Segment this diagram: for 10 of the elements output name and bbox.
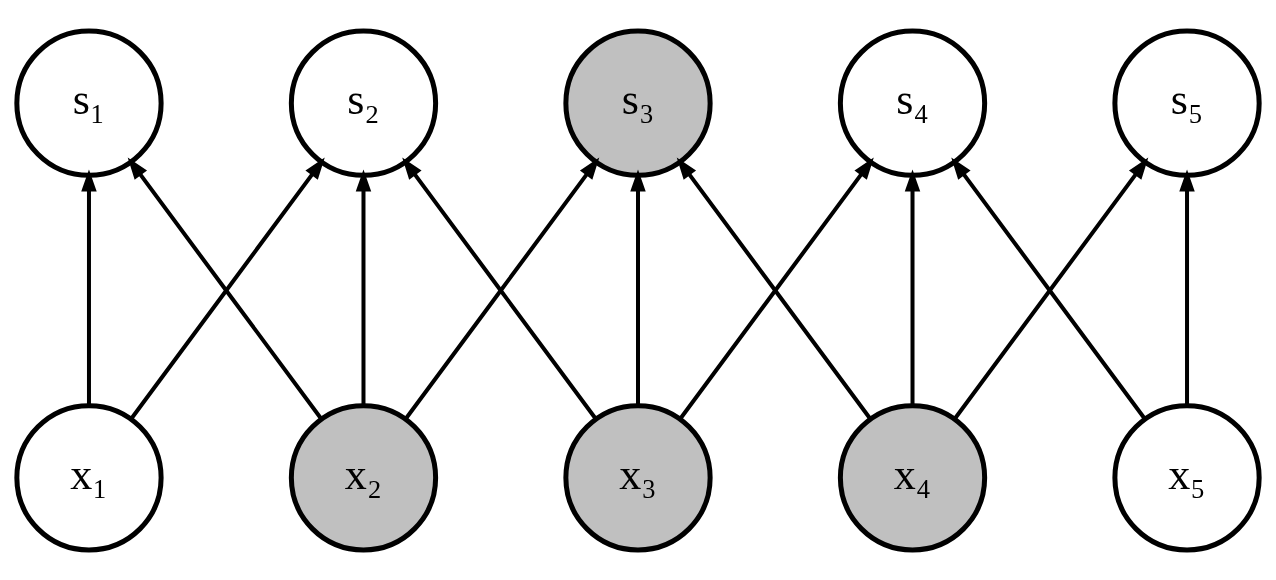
arrow xyxy=(81,168,97,405)
arrow xyxy=(904,168,921,405)
node-circle: x₂ xyxy=(288,402,439,552)
node-circle: x₄ xyxy=(837,402,988,552)
arrow xyxy=(630,168,646,405)
node-circle: x₁ xyxy=(14,402,164,552)
node-circle: x₅ xyxy=(1112,402,1262,552)
node-circle: x₃ xyxy=(563,402,713,552)
arrow xyxy=(355,168,372,405)
arrow xyxy=(1179,168,1195,405)
